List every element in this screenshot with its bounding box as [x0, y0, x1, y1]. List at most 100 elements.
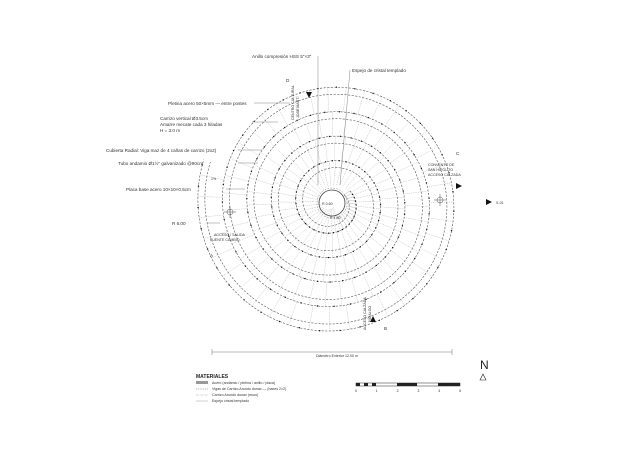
post	[342, 279, 344, 282]
post	[401, 225, 404, 227]
post	[358, 166, 360, 169]
post	[375, 227, 377, 229]
radial-beam	[240, 245, 262, 259]
radial-beam	[377, 185, 402, 192]
post	[246, 197, 248, 200]
radial-beam	[370, 236, 390, 253]
radial-beam	[291, 95, 301, 119]
annotation-vertical-reed: Carrizo vertical Ø3.5cm	[160, 116, 208, 121]
radial-beam	[269, 141, 287, 159]
post	[391, 246, 394, 249]
radial-beam	[249, 177, 274, 186]
radial-beam	[231, 234, 255, 244]
svg-text:Acero (andamio / pletina / ani: Acero (andamio / pletina / anillo / plac…	[212, 381, 275, 385]
post	[372, 92, 374, 95]
radial-beam	[364, 242, 381, 262]
radial-beam	[344, 210, 355, 217]
post	[352, 250, 354, 253]
post	[369, 176, 371, 178]
radial-beam	[357, 90, 365, 115]
radial-beam	[251, 286, 267, 307]
post	[284, 126, 286, 129]
post	[377, 219, 380, 222]
radial-beam	[314, 232, 323, 257]
post	[381, 123, 383, 125]
radial-beam	[199, 214, 224, 218]
radial-beam	[222, 208, 248, 211]
radial-beam	[384, 105, 400, 127]
post	[307, 170, 310, 172]
radial-beam	[374, 229, 396, 243]
radial-beam	[308, 305, 314, 330]
radial-beam	[295, 200, 321, 203]
svg-text:S-01: S-01	[496, 201, 504, 205]
scale-tick-label: 5	[459, 389, 461, 393]
post	[353, 216, 355, 218]
post	[310, 254, 312, 256]
post	[339, 135, 342, 138]
post	[354, 276, 356, 279]
radial-beam	[336, 231, 342, 257]
post	[256, 278, 258, 280]
post	[379, 211, 381, 214]
svg-text:C: C	[456, 151, 460, 156]
radial-beam	[325, 282, 328, 307]
radial-beam	[323, 233, 328, 258]
post	[338, 111, 341, 113]
post	[355, 208, 357, 210]
post	[350, 137, 352, 139]
post	[301, 250, 304, 253]
radial-beam	[226, 221, 250, 228]
post	[278, 168, 280, 170]
radial-beam	[428, 217, 454, 222]
radial-beam	[353, 115, 362, 139]
post	[274, 177, 276, 179]
radial-beam	[248, 127, 267, 145]
post	[206, 248, 209, 250]
legend-item-reed-wall: Carrizo Arundo donax (muro)	[196, 393, 258, 397]
radial-beam	[404, 217, 429, 223]
access-symbol-east	[434, 194, 446, 206]
radial-beam	[382, 137, 401, 155]
post	[402, 190, 404, 192]
post	[232, 149, 235, 152]
radial-beam	[323, 257, 327, 282]
annotation-base-plate: Placa base acero 10×10×0.5cm	[126, 187, 191, 192]
radial-beam	[407, 130, 428, 146]
radial-beam	[332, 207, 336, 233]
section-marker-c: C	[456, 151, 462, 189]
radius-inner-label: R 1.80	[330, 216, 341, 220]
post	[344, 254, 347, 256]
radial-beam	[379, 214, 404, 221]
central-oculus-ring	[316, 187, 348, 219]
label-center-cultural: CENTRO CULTURAL	[291, 85, 295, 120]
annotation-steel-plate: Pletina acero 50×5mm — entre postes	[168, 101, 247, 106]
label-access-exit-2: FUENTE CAMBIO	[210, 238, 240, 242]
radial-beam	[373, 128, 389, 148]
radial-beam	[302, 177, 322, 194]
post	[428, 197, 430, 199]
radial-beam	[350, 179, 373, 193]
radial-beam	[339, 162, 350, 186]
post	[260, 311, 262, 313]
radial-beam	[396, 117, 415, 136]
radial-beam	[352, 186, 377, 196]
radial-beam	[330, 208, 332, 234]
radial-beam	[401, 228, 425, 238]
radial-beam	[290, 226, 309, 244]
post	[303, 174, 305, 177]
radial-beam	[403, 190, 429, 195]
post	[328, 135, 331, 138]
radial-beam	[370, 165, 392, 179]
post	[428, 213, 430, 215]
radial-beam	[295, 149, 310, 170]
radial-beam	[299, 183, 321, 197]
post	[241, 134, 244, 136]
radial-beam	[348, 174, 368, 190]
post	[295, 203, 297, 205]
post	[404, 201, 406, 204]
post	[226, 166, 228, 168]
post	[394, 169, 396, 171]
post	[393, 131, 395, 134]
radial-beam	[322, 162, 329, 187]
